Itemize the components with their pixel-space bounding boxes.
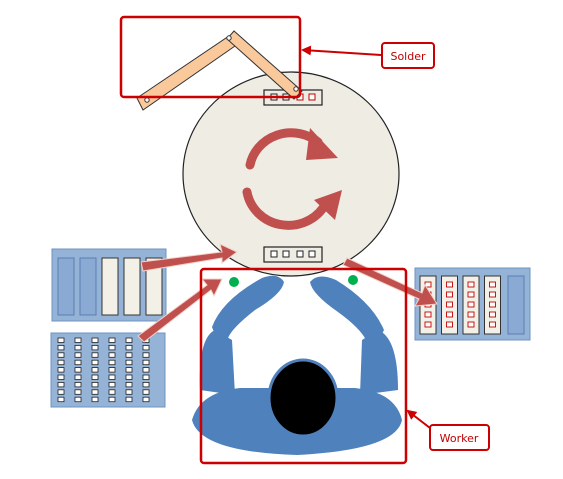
part-slot (125, 359, 133, 366)
part-slot (74, 367, 82, 373)
part-slot (424, 321, 432, 328)
part-slot (57, 352, 65, 358)
part-slot (125, 344, 133, 351)
part-slot (467, 311, 475, 318)
part-slot (57, 374, 65, 380)
part-slot (467, 321, 475, 328)
part-slot (142, 374, 150, 380)
part-slot (108, 337, 116, 343)
part-slot (74, 381, 82, 388)
part-slot (142, 381, 150, 388)
part-slot (467, 291, 475, 298)
part-slot (142, 359, 150, 366)
part-slot (446, 321, 453, 328)
part-slot (91, 367, 99, 373)
part-slot (125, 381, 133, 388)
part-slot (125, 337, 133, 343)
part-slot (74, 389, 82, 395)
part-slot (489, 291, 496, 298)
part-slot (57, 359, 65, 366)
part-slot (489, 311, 496, 318)
part-slot (467, 301, 475, 308)
left-parts-grid (57, 337, 150, 403)
part-slot (91, 396, 99, 403)
part-slot (91, 389, 99, 395)
part-slot (74, 352, 82, 358)
worker-leader-arrow (406, 409, 431, 429)
part-slot (489, 281, 496, 288)
part-slot (74, 396, 82, 403)
part-slot (91, 359, 99, 366)
part-slot (424, 311, 432, 318)
right-parts-columns (419, 275, 501, 335)
part-slot (489, 321, 496, 328)
solder-highlight-box (119, 15, 302, 99)
solder-label: Solder (390, 50, 426, 63)
part-slot (57, 344, 65, 351)
part-slot (125, 389, 133, 395)
part-slot (74, 344, 82, 351)
solder-leader-arrow (301, 45, 382, 56)
part-slot (74, 359, 82, 366)
bottom-fixture (263, 246, 323, 263)
part-slot (446, 291, 453, 298)
part-slot (57, 396, 65, 403)
part-slot (108, 352, 116, 358)
part-slot (142, 367, 150, 373)
worker-callout: Worker (429, 424, 490, 451)
rotation-arrows (242, 128, 342, 230)
part-slot (125, 367, 133, 373)
part-slot (57, 337, 65, 343)
part-slot (142, 396, 150, 403)
worker-figure (192, 275, 402, 455)
worker-label: Worker (440, 432, 479, 445)
part-slot (57, 367, 65, 373)
worker-highlight-box (199, 267, 408, 465)
part-slot (125, 396, 133, 403)
part-slot (74, 374, 82, 380)
part-slot (108, 344, 116, 351)
part-slot (125, 352, 133, 358)
part-slot (108, 389, 116, 395)
right-tray (414, 267, 531, 341)
part-slot (108, 359, 116, 366)
part-slot (142, 344, 150, 351)
part-slot (108, 396, 116, 403)
solder-callout: Solder (381, 42, 435, 69)
part-slot (91, 344, 99, 351)
part-slot (108, 367, 116, 373)
part-slot (108, 381, 116, 388)
left-tray-bottom (50, 332, 166, 408)
part-slot (91, 337, 99, 343)
part-slot (125, 374, 133, 380)
part-slot (108, 374, 116, 380)
part-slot (446, 301, 453, 308)
part-slot (467, 281, 475, 288)
part-slot (91, 374, 99, 380)
part-slot (142, 352, 150, 358)
indicator-left-dot (229, 277, 239, 287)
part-slot (74, 337, 82, 343)
solder-arm (136, 30, 303, 111)
left-tray-top (51, 248, 167, 322)
part-slot (57, 381, 65, 388)
rotary-table (182, 71, 400, 277)
part-slot (489, 301, 496, 308)
part-slot (57, 389, 65, 395)
indicator-right-dot (348, 275, 358, 285)
part-slot (91, 352, 99, 358)
part-slot (91, 381, 99, 388)
part-slot (446, 281, 453, 288)
part-slot (446, 311, 453, 318)
part-slot (142, 389, 150, 395)
